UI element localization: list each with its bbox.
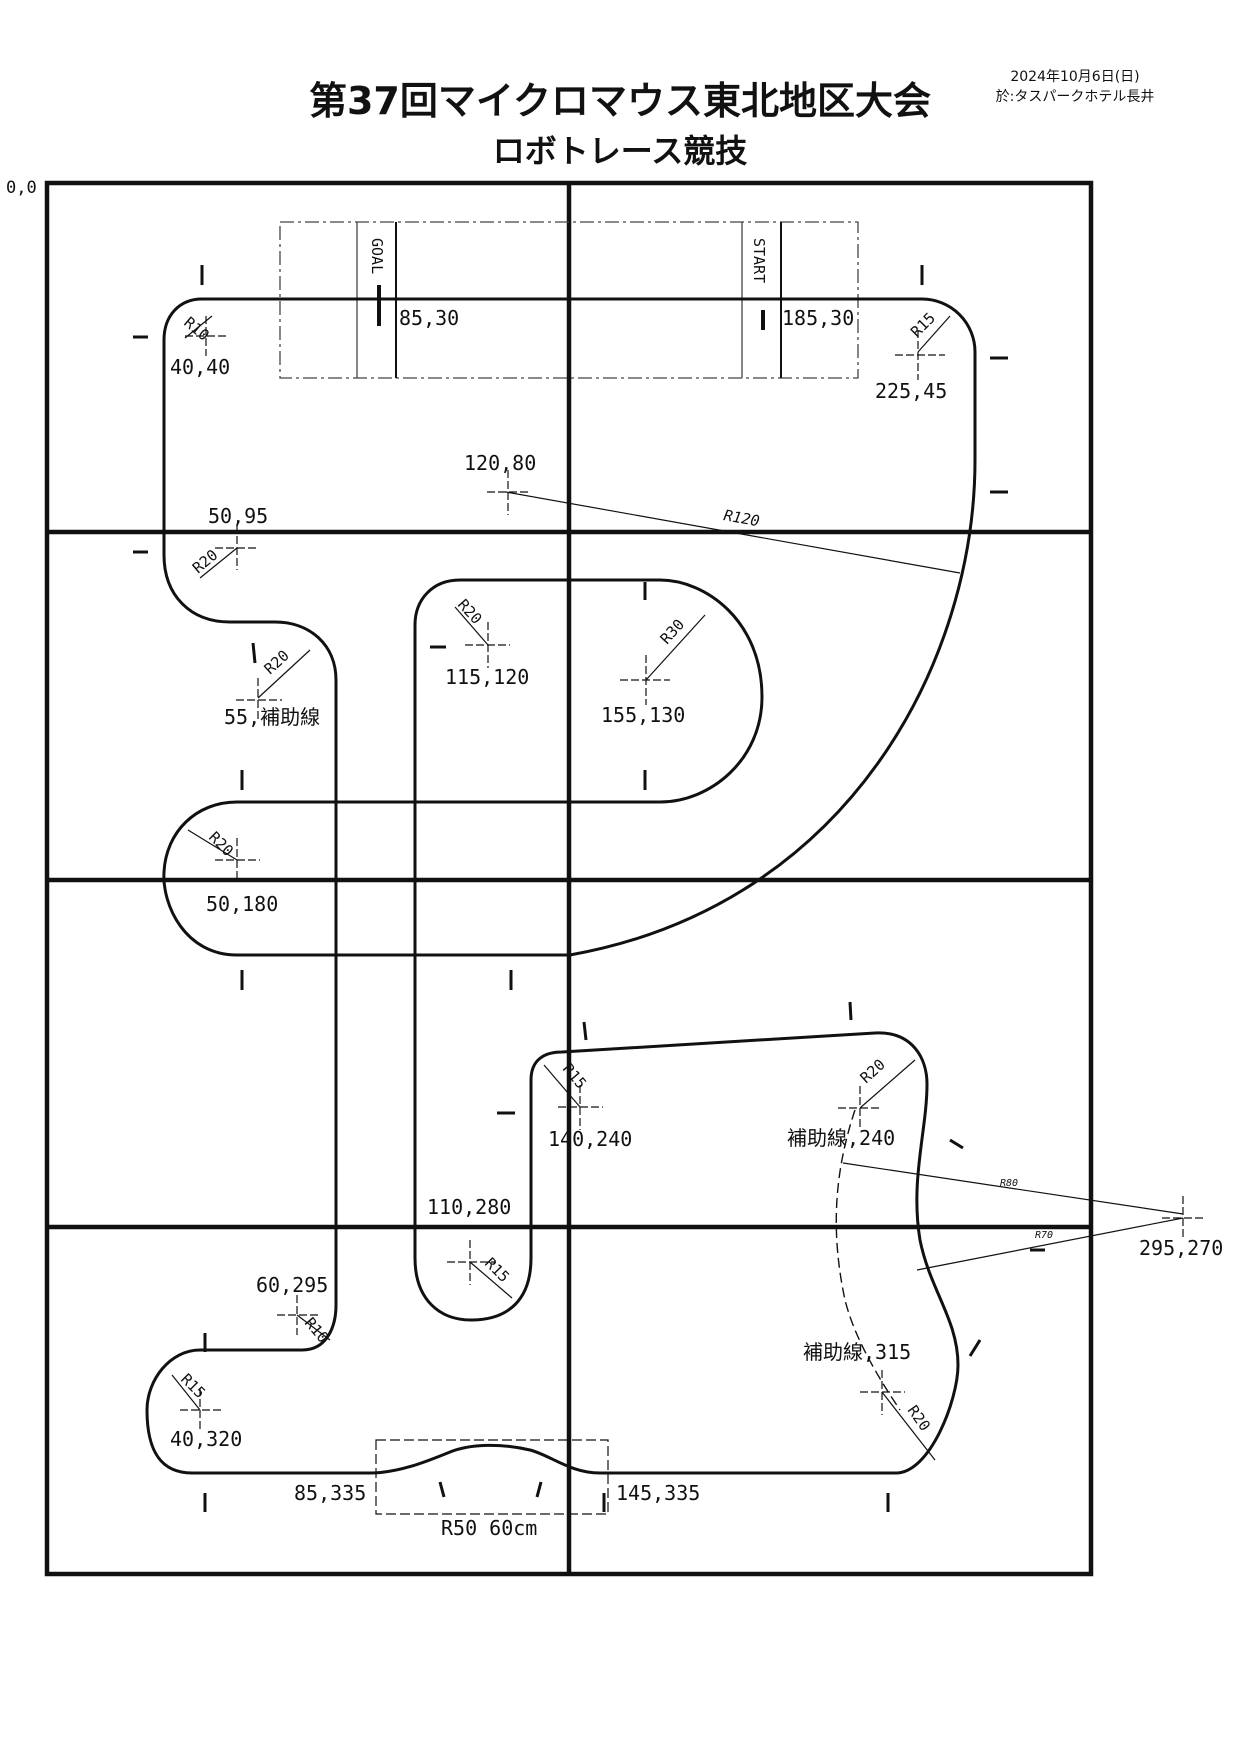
r20-left-dimension <box>199 547 238 579</box>
aux-arc-right <box>835 1109 901 1411</box>
center-aux-315 <box>860 1370 905 1415</box>
center-40-320 <box>180 1388 222 1432</box>
origin-label: 0,0 <box>6 178 37 198</box>
r50-note: R50 60cm <box>441 1516 537 1540</box>
radius-labels: R10 R15 R120 R20 R20 R20 R30 R20 R15 R20… <box>177 309 1053 1435</box>
coord-155-130: 155,130 <box>601 703 685 727</box>
center-110-280 <box>447 1240 495 1285</box>
r70-dimension <box>916 1217 1184 1271</box>
center-40-40 <box>185 316 227 356</box>
coordinate-labels: 85,30 185,30 40,40 225,45 120,80 50,95 5… <box>170 306 1223 1540</box>
r15-bottom-dimension <box>469 1261 513 1299</box>
r20-aux315-dimension <box>881 1391 936 1461</box>
center-225-45 <box>895 330 945 380</box>
center-155-130 <box>620 655 670 705</box>
radius-r80: R80 <box>1000 1178 1018 1189</box>
board-grid <box>44 180 1094 1577</box>
r15-left-dimension <box>171 1374 201 1411</box>
r15-mid-dimension <box>543 1064 581 1108</box>
center-50-95 <box>215 525 258 570</box>
coord-50-180: 50,180 <box>206 892 278 916</box>
page-title: 第37回マイクロマウス東北地区大会 <box>308 79 932 123</box>
center-aux-240 <box>838 1086 882 1130</box>
r20-inner-dimension <box>454 606 489 646</box>
page-subtitle: ロボトレース競技 <box>492 132 748 170</box>
center-55-aux <box>236 678 282 722</box>
radius-r20-left: R20 <box>189 546 221 577</box>
r50-area <box>375 1439 609 1515</box>
coord-50-95: 50,95 <box>208 504 268 528</box>
r15-top-dimension <box>917 315 951 353</box>
coord-140-240: 140,240 <box>548 1127 632 1151</box>
radius-r10-top: R10 <box>180 313 212 344</box>
radius-r15-left: R15 <box>177 1370 209 1402</box>
coord-115-120: 115,120 <box>445 665 529 689</box>
center-60-295 <box>277 1295 318 1335</box>
radius-r70: R70 <box>1035 1230 1053 1241</box>
coord-225-45: 225,45 <box>875 379 947 403</box>
auxiliary-lines <box>835 1109 901 1411</box>
radius-r30: R30 <box>657 615 689 647</box>
r20-aux240-dimension <box>859 1059 916 1109</box>
coord-145-335: 145,335 <box>616 1481 700 1505</box>
dimension-lines <box>171 315 1184 1461</box>
goal-label: GOAL <box>368 238 386 274</box>
center-120-80 <box>487 470 530 515</box>
center-marks <box>180 316 1205 1432</box>
coord-40-40: 40,40 <box>170 355 230 379</box>
radius-r20-aux240: R20 <box>857 1055 889 1087</box>
r120-dimension <box>505 491 961 574</box>
center-140-240 <box>558 1085 603 1130</box>
radius-r20-lower: R20 <box>205 828 237 860</box>
event-date: 2024年10月6日(日) <box>1010 69 1140 85</box>
center-50-180 <box>215 838 260 882</box>
center-295-270 <box>1162 1196 1205 1240</box>
center-115-120 <box>465 622 510 668</box>
coord-55-aux: 55,補助線 <box>224 705 320 729</box>
radius-r20-inner: R20 <box>454 596 486 628</box>
coord-185-30: 185,30 <box>782 306 854 330</box>
r20-lower-dimension <box>187 829 238 861</box>
marker-ticks <box>133 265 1045 1512</box>
coord-60-295: 60,295 <box>256 1273 328 1297</box>
coord-85-335: 85,335 <box>294 1481 366 1505</box>
r80-dimension <box>842 1162 1184 1215</box>
radius-r20-mid: R20 <box>261 646 293 678</box>
radius-r15-top: R15 <box>907 309 939 341</box>
coord-aux-240: 補助線,240 <box>787 1126 895 1150</box>
coord-295-270: 295,270 <box>1139 1236 1223 1260</box>
r20-mid-dimension <box>257 649 311 699</box>
r10-top-dimension <box>184 315 213 339</box>
coord-85-30: 85,30 <box>399 306 459 330</box>
event-venue: 於:タスパークホテル長井 <box>995 89 1155 105</box>
radius-r20-aux315: R20 <box>904 1402 934 1435</box>
start-label: START <box>750 238 768 283</box>
coord-40-320: 40,320 <box>170 1427 242 1451</box>
r30-dimension <box>645 614 706 681</box>
r10-bottom-dimension <box>296 1314 331 1341</box>
coord-110-280: 110,280 <box>427 1195 511 1219</box>
coord-aux-315: 補助線,315 <box>803 1340 911 1364</box>
coord-120-80: 120,80 <box>464 451 536 475</box>
radius-r15-bottom: R15 <box>481 1254 513 1286</box>
radius-r10-bottom: R10 <box>301 1314 332 1346</box>
radius-r120: R120 <box>722 506 761 530</box>
course-line-main <box>145 297 977 1475</box>
